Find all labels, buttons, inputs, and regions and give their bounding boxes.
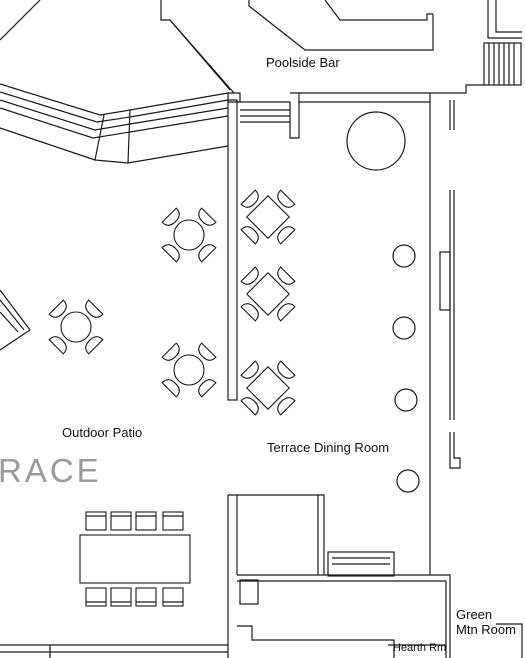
square-table-2 <box>240 266 296 322</box>
label-terrace-dining-room: Terrace Dining Room <box>267 440 390 455</box>
round-table-1 <box>161 207 217 263</box>
round-columns <box>346 111 420 493</box>
column <box>392 244 416 268</box>
label-hearth-rm: Hearth Rm <box>393 642 447 654</box>
column <box>392 316 416 340</box>
label-poolside-bar: Poolside Bar <box>266 55 340 70</box>
large-round-column <box>346 111 406 171</box>
terrace-dining-walls <box>0 99 523 658</box>
patio-curved-edge <box>0 0 229 351</box>
square-table-3 <box>240 360 296 416</box>
label-green-mtn-line2: Mtn Room <box>456 622 516 637</box>
column <box>394 388 418 412</box>
square-table-1 <box>240 189 296 245</box>
label-terrace-fragment: RACE <box>0 452 102 489</box>
label-green-mtn-line1: Green <box>456 607 493 622</box>
banquet-chairs-top <box>85 511 184 531</box>
banquet-chairs-bottom <box>85 587 184 607</box>
label-outdoor-patio: Outdoor Patio <box>62 425 143 440</box>
poolside-bar-walls <box>160 0 522 139</box>
column <box>396 469 420 493</box>
banquet-table <box>79 511 191 607</box>
round-table-2 <box>48 299 104 355</box>
round-table-3 <box>161 342 217 398</box>
